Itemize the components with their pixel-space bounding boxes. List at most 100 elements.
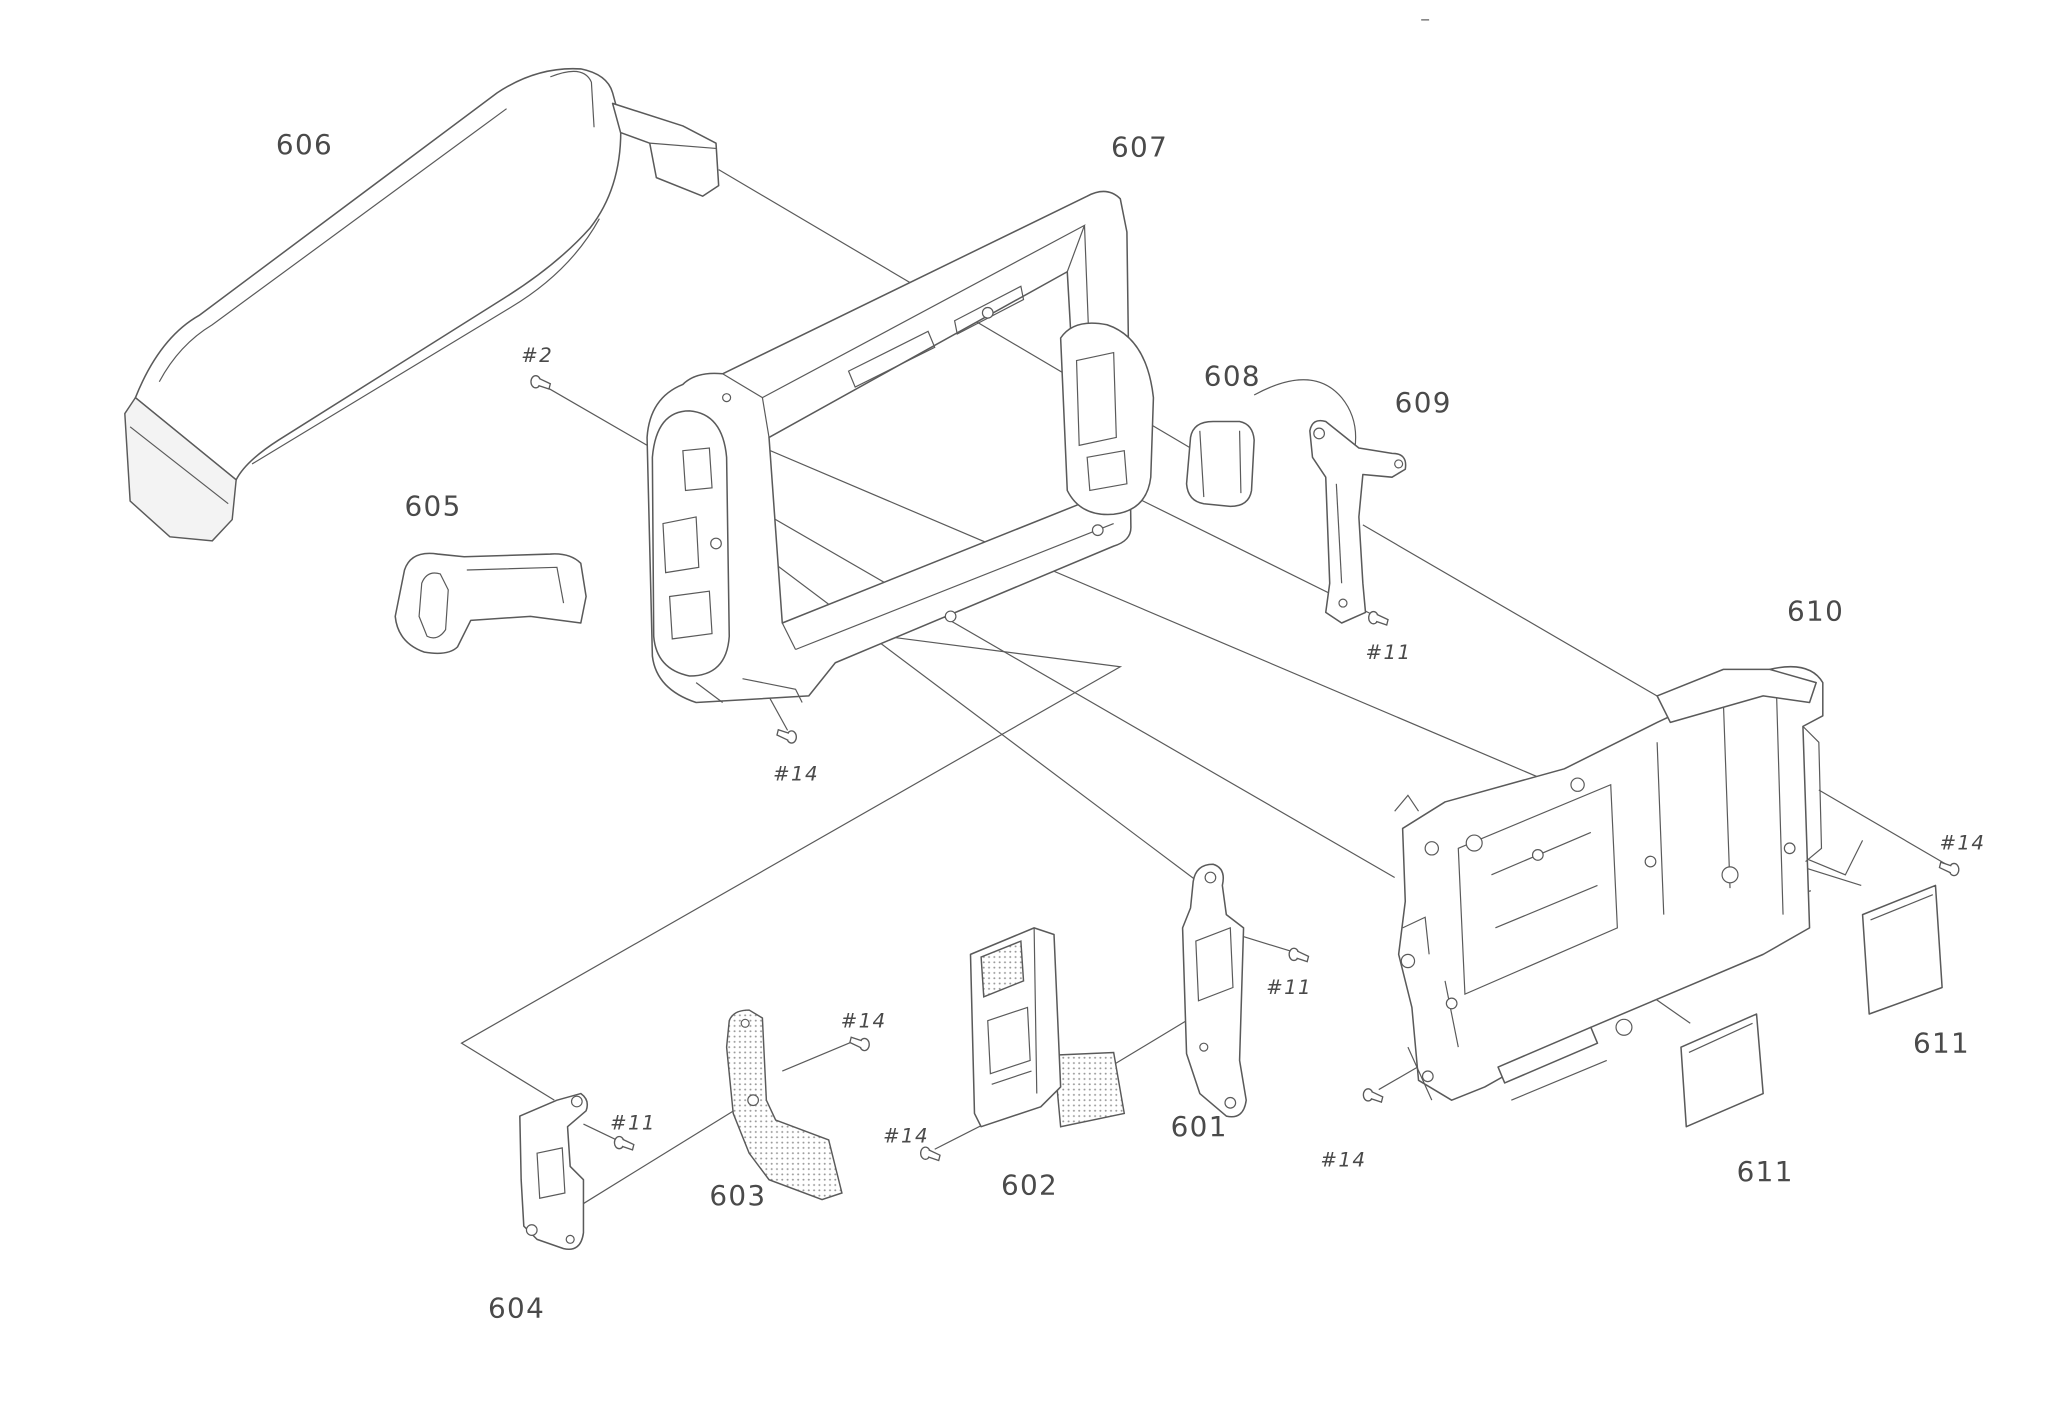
part-604-bracket — [519, 1092, 589, 1251]
frame-hole — [981, 306, 994, 319]
assembly-line — [1818, 789, 1947, 865]
part-611-pad-right — [1861, 884, 1943, 1015]
block-flex — [1053, 1051, 1126, 1128]
pad-edge — [1870, 894, 1934, 921]
part-611-pad-lower — [1680, 1013, 1764, 1128]
callout-602: 602 — [1001, 1168, 1058, 1201]
chassis-outline — [1397, 665, 1824, 1101]
frame-right-bulge — [1059, 322, 1155, 516]
callout-611-right: 611 — [1913, 1026, 1970, 1059]
callout-607: 607 — [1111, 130, 1168, 163]
chassis-hole — [1721, 866, 1739, 884]
screw-11-upper — [1368, 610, 1389, 626]
bracket-outline — [1309, 419, 1407, 624]
screw-label-11-upper: #11 — [1366, 641, 1412, 664]
strap-cap-edge — [129, 426, 229, 505]
bracket-outline — [1181, 863, 1247, 1118]
strap-end-cap — [124, 396, 237, 542]
frame-hole — [1091, 524, 1104, 537]
pad-edge — [1688, 1022, 1753, 1054]
bracket-hole — [1224, 1096, 1237, 1109]
frame-right-details — [1075, 351, 1128, 492]
chassis-hinge — [1656, 668, 1817, 724]
frame-top-slot — [847, 285, 1025, 388]
assembly-line — [1102, 1020, 1187, 1072]
assembly-line — [1362, 524, 1665, 701]
part-603-flex-strip — [725, 1009, 843, 1201]
chassis-slot-edge — [1511, 1059, 1607, 1101]
clip-edges — [1199, 430, 1242, 498]
bracket-hole — [525, 1224, 538, 1236]
callout-603: 603 — [709, 1179, 766, 1212]
bracket-edge — [1335, 483, 1343, 584]
chassis-hole — [1400, 953, 1416, 969]
strap-bottom-edge — [251, 218, 600, 465]
bracket-hole — [1394, 459, 1404, 469]
chassis-hole — [1644, 855, 1657, 868]
bracket-outline — [519, 1092, 589, 1251]
screw-label-14-block: #14 — [883, 1125, 929, 1148]
assembly-line — [583, 1123, 617, 1141]
chassis-hole — [1783, 842, 1796, 855]
assembly-line — [715, 519, 1197, 881]
part-602-connector-block — [969, 927, 1126, 1128]
block-details — [987, 927, 1038, 1094]
callout-609: 609 — [1395, 386, 1452, 419]
part-607-frame — [646, 190, 1155, 704]
screw-14-right — [1938, 861, 1960, 877]
strap-edge — [158, 108, 507, 383]
callout-611-lower: 611 — [1737, 1155, 1794, 1188]
chassis-hole — [1615, 1018, 1633, 1036]
callout-606: 606 — [276, 128, 333, 161]
screw-11-mid — [1288, 947, 1310, 963]
screw-label-2: #2 — [521, 344, 553, 367]
part-601-bracket — [1181, 863, 1247, 1118]
strap-tab-edge — [550, 70, 717, 150]
chassis-hole — [1465, 834, 1483, 852]
screw-label-14-chassis: #14 — [1320, 1148, 1366, 1171]
callout-608: 608 — [1204, 360, 1261, 393]
screw-label-14-flex: #14 — [841, 1009, 887, 1032]
strap-neck — [611, 102, 720, 197]
chassis-hole — [1424, 841, 1440, 856]
flex-hole — [740, 1018, 750, 1028]
callout-601: 601 — [1171, 1110, 1228, 1143]
part-610-chassis — [1394, 665, 1824, 1101]
chassis-top-plate — [1457, 783, 1618, 996]
part-609-bracket — [1309, 419, 1407, 624]
bracket-hole — [1338, 598, 1348, 608]
screw-2 — [530, 374, 551, 390]
frame-hole — [722, 393, 732, 403]
chassis-hole — [1421, 1070, 1434, 1083]
screw-11-left — [613, 1135, 635, 1151]
chassis-slot — [1497, 1026, 1599, 1084]
loop-bracket-edge — [466, 566, 565, 604]
bracket-hole — [565, 1234, 575, 1244]
part-606-grip-strap — [124, 67, 720, 542]
loop-opening — [418, 572, 449, 639]
callout-610: 610 — [1787, 594, 1844, 627]
screw-14-frame — [776, 729, 797, 744]
clip-outline — [1185, 420, 1255, 508]
bracket-hole — [1313, 427, 1326, 440]
assembly-line — [1253, 379, 1357, 449]
screw-label-11-left: #11 — [610, 1111, 656, 1134]
bracket-window — [1195, 927, 1234, 1002]
flex-hole — [747, 1094, 760, 1107]
screw-label-14-right: #14 — [1939, 832, 1985, 855]
block-top-box — [980, 940, 1025, 998]
bracket-window — [536, 1147, 566, 1199]
strap-body — [134, 67, 622, 481]
chassis-left-legs — [1394, 794, 1459, 1101]
chassis-hole — [1445, 997, 1458, 1010]
callout-604: 604 — [488, 1292, 545, 1325]
frame-bottom-tabs — [695, 678, 803, 704]
bracket-hole — [570, 1095, 583, 1108]
screw-14-flex — [849, 1036, 870, 1052]
bracket-hole — [1204, 871, 1217, 884]
frame-left-details — [662, 447, 713, 640]
screw-label-14-frame: #14 — [773, 763, 819, 786]
frame-hole — [710, 537, 722, 550]
bracket-hole — [1199, 1042, 1209, 1052]
